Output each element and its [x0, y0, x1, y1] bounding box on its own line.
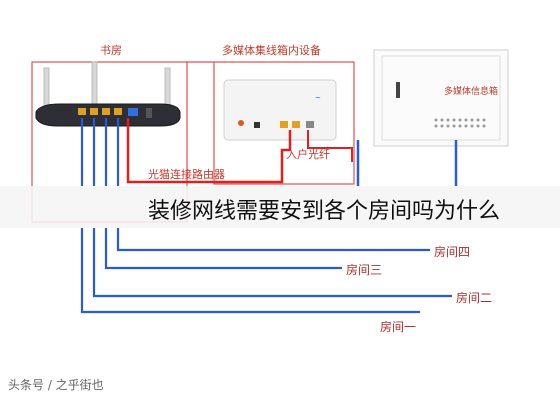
- title-banner: [0, 186, 560, 228]
- optical-modem: [223, 79, 337, 141]
- room-label-4: 房间四: [434, 245, 471, 259]
- modem-to-router-cable: [126, 118, 292, 184]
- cable-room-4: [116, 228, 430, 252]
- fiber-label: 入户光纤: [286, 148, 330, 161]
- panel-vents: [434, 118, 486, 128]
- room-label-2: 房间二: [456, 291, 493, 305]
- overlay-title: 装修网线需要安到各个房间吗为什么: [148, 199, 501, 224]
- router-ports: [78, 108, 152, 118]
- fiber-line: [307, 130, 353, 162]
- panel-label: 多媒体信息箱: [444, 87, 499, 97]
- cable-room-1: [80, 228, 420, 314]
- cable-room-3: [104, 228, 342, 270]
- svg-text:~: ~: [315, 94, 321, 102]
- info-panel-box: [373, 49, 509, 147]
- cabinet-frame: [213, 61, 355, 185]
- router-antenna-3: [164, 67, 171, 109]
- modem-router-label: 光猫连接路由器: [148, 168, 225, 181]
- room-label-3: 房间三: [346, 263, 383, 277]
- cable-room-2: [92, 228, 452, 298]
- router-antenna-1: [43, 67, 50, 109]
- router-location-label: 书房: [100, 44, 122, 57]
- watermark: 头条号 / 之乎街也: [8, 378, 104, 392]
- router-antenna-2: [91, 61, 98, 105]
- room-label-1: 房间一: [380, 320, 417, 334]
- cabinet-title-label: 多媒体集线箱内设备: [222, 44, 321, 57]
